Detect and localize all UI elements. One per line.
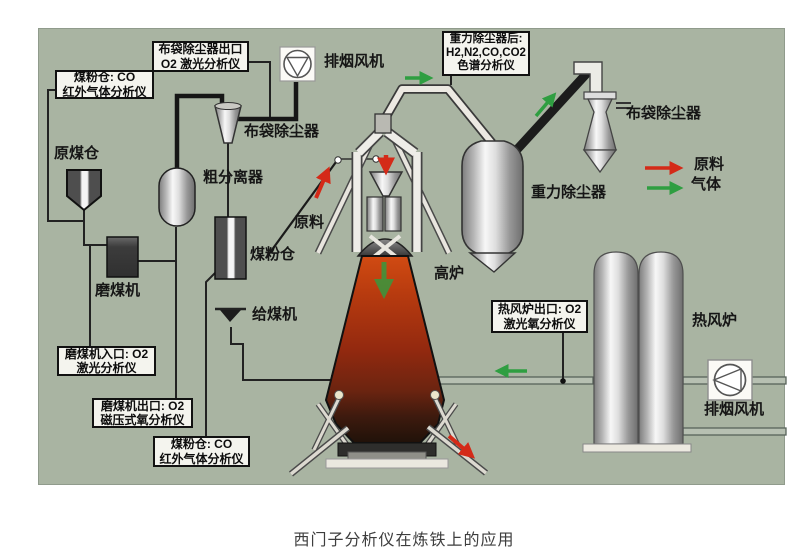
analyzer-box-line: 红外气体分析仪 bbox=[159, 451, 244, 466]
analyzer-box-line: 煤粉仓: CO bbox=[73, 70, 136, 85]
analyzer-box-mill-outlet: 磨煤机出口: O2 磁压式氧分析仪 bbox=[92, 398, 193, 428]
coal-powder-bunker-vessel bbox=[214, 216, 247, 280]
analyzer-box-mill-inlet: 磨煤机入口: O2 激光分析仪 bbox=[57, 346, 156, 376]
coarse-separator-vessel bbox=[158, 167, 196, 227]
analyzer-box-bag-filter-outlet: 布袋除尘器出口 O2 激光分析仪 bbox=[152, 41, 249, 72]
sample-lines bbox=[47, 61, 564, 436]
coal-mill-vessel bbox=[106, 236, 139, 278]
analyzer-box-line: 煤粉仓: CO bbox=[170, 437, 233, 452]
analyzer-box-line: 重力除尘器后: bbox=[449, 33, 523, 46]
exhaust-fan-right-icon bbox=[707, 359, 753, 401]
gravity-collector-group bbox=[461, 61, 631, 273]
image-caption: 西门子分析仪在炼铁上的应用 bbox=[293, 532, 515, 549]
label-hot-blast-stove: 热风炉 bbox=[692, 312, 738, 329]
label-bag-filter-right: 布袋除尘器 bbox=[626, 105, 702, 122]
analyzer-box-line: 红外气体分析仪 bbox=[62, 84, 147, 99]
analyzer-box-line: O2 激光分析仪 bbox=[160, 56, 241, 71]
blast-furnace-top-structure bbox=[314, 84, 496, 262]
analyzer-box-line: 色谱分析仪 bbox=[457, 60, 515, 73]
label-coarse-separator: 粗分离器 bbox=[203, 169, 264, 186]
bag-filter-left-vessel bbox=[214, 102, 242, 144]
analyzer-box-line: 磨煤机出口: O2 bbox=[100, 398, 185, 413]
analyzer-box-line: 磁压式氧分析仪 bbox=[100, 413, 185, 427]
analyzer-box-line: 热风炉出口: O2 bbox=[497, 302, 582, 317]
label-raw-coal-bunker: 原煤仓 bbox=[54, 145, 100, 162]
analyzer-box-coal-bunker-co-top: 煤粉仓: CO 红外气体分析仪 bbox=[55, 70, 154, 99]
label-exhaust-fan-right: 排烟风机 bbox=[704, 401, 765, 418]
label-coal-powder-bunker: 煤粉仓 bbox=[250, 246, 296, 263]
raw-coal-bunker-vessel bbox=[66, 169, 102, 212]
label-raw-material-feed: 原料 bbox=[294, 214, 325, 231]
label-bag-filter-left: 布袋除尘器 bbox=[244, 123, 320, 140]
label-coal-mill: 磨煤机 bbox=[95, 282, 141, 299]
label-gravity-collector: 重力除尘器 bbox=[531, 184, 607, 201]
analyzer-box-line: 激光分析仪 bbox=[76, 361, 137, 375]
analyzer-box-line: H2,N2,CO,CO2 bbox=[446, 46, 526, 59]
legend-gas-label: 气体 bbox=[691, 176, 722, 193]
coal-gas-pipes bbox=[174, 82, 299, 168]
analyzer-box-line: 激光氧分析仪 bbox=[503, 316, 576, 331]
label-exhaust-fan-top: 排烟风机 bbox=[324, 53, 385, 70]
blast-furnace-base bbox=[288, 390, 489, 477]
label-coal-feeder: 给煤机 bbox=[252, 306, 298, 323]
analyzer-box-line: 磨煤机入口: O2 bbox=[64, 346, 149, 361]
analyzer-box-line: 布袋除尘器出口 bbox=[158, 42, 243, 57]
legend-raw-material-label: 原料 bbox=[694, 156, 725, 173]
coal-feeder bbox=[215, 307, 246, 322]
hot-blast-stoves bbox=[582, 251, 692, 453]
analyzer-box-coal-bunker-co-bottom: 煤粉仓: CO 红外气体分析仪 bbox=[153, 436, 250, 467]
label-blast-furnace: 高炉 bbox=[434, 265, 465, 282]
flow-arrows bbox=[314, 71, 684, 459]
analyzer-box-after-gravity-collector: 重力除尘器后: H2,N2,CO,CO2 色谱分析仪 bbox=[442, 31, 530, 76]
analyzer-box-stove-outlet: 热风炉出口: O2 激光氧分析仪 bbox=[491, 300, 588, 333]
exhaust-fan-top-icon bbox=[279, 46, 316, 82]
pipe-tap-dot bbox=[560, 378, 566, 384]
